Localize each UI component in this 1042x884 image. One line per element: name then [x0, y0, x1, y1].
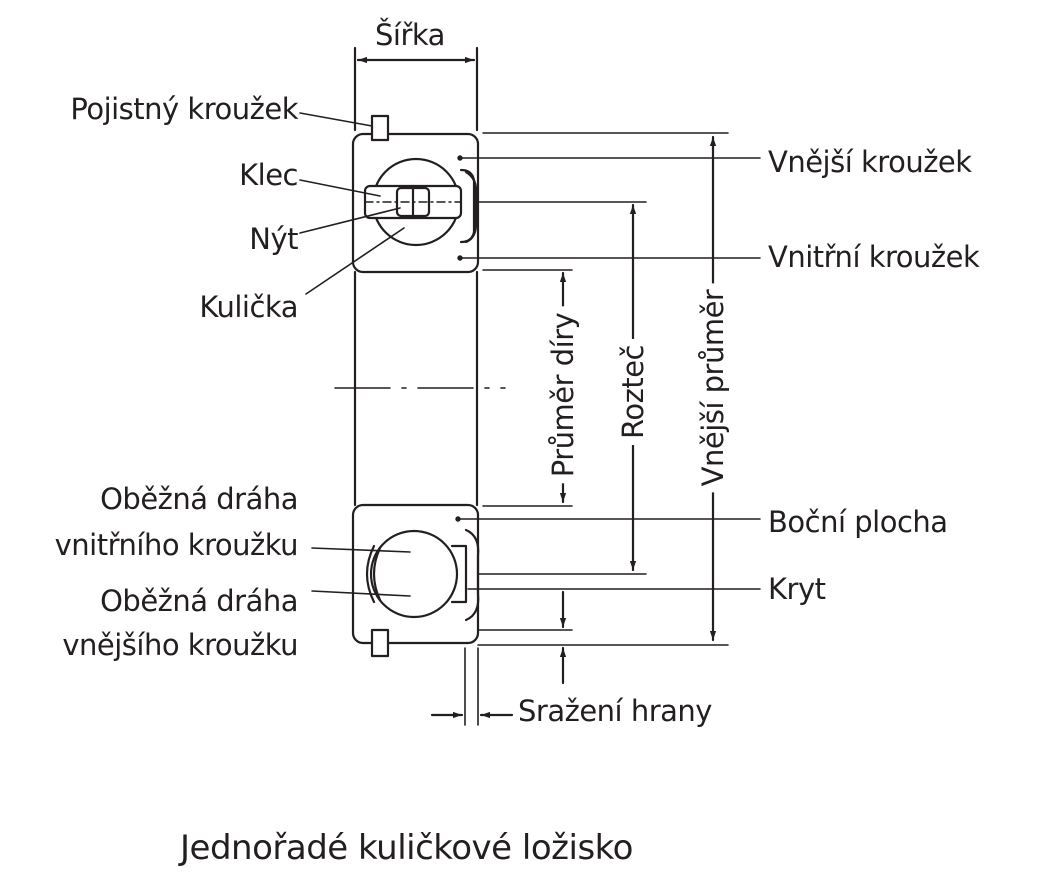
inner-raceway-label-line2: vnitřního kroužku — [54, 528, 299, 562]
shield-label: Kryt — [768, 572, 826, 606]
pitch-label: Rozteč — [616, 339, 650, 445]
width-label: Šířka — [375, 18, 445, 52]
upper-ring-section — [351, 114, 480, 274]
chamfer-horizontal-dimension — [430, 647, 514, 726]
outer-diameter-label: Vnější průměr — [696, 283, 730, 493]
bore-diameter-label: Průměr díry — [546, 306, 580, 484]
ball-label: Kulička — [199, 290, 298, 324]
inner-raceway-label-line1: Oběžná dráha — [100, 482, 298, 516]
chamfer-vertical-dimension — [477, 590, 573, 685]
width-dimension — [353, 46, 479, 132]
outer-raceway-label-line2: vnějšího kroužku — [62, 628, 298, 662]
inner-ring-label: Vnitřní kroužek — [768, 240, 980, 274]
outer-ring-label: Vnější kroužek — [768, 145, 972, 179]
side-face-label: Boční plocha — [768, 505, 948, 539]
cage-label: Klec — [239, 158, 298, 192]
rivet-label: Nýt — [249, 222, 298, 256]
outer-raceway-label-line1: Oběžná dráha — [100, 584, 298, 618]
lower-ring-section — [351, 503, 480, 658]
diagram-caption: Jednořadé kuličkové ložisko — [180, 828, 633, 868]
chamfer-label: Sražení hrany — [518, 694, 712, 728]
retaining-ring-label: Pojistný kroužek — [70, 92, 298, 126]
